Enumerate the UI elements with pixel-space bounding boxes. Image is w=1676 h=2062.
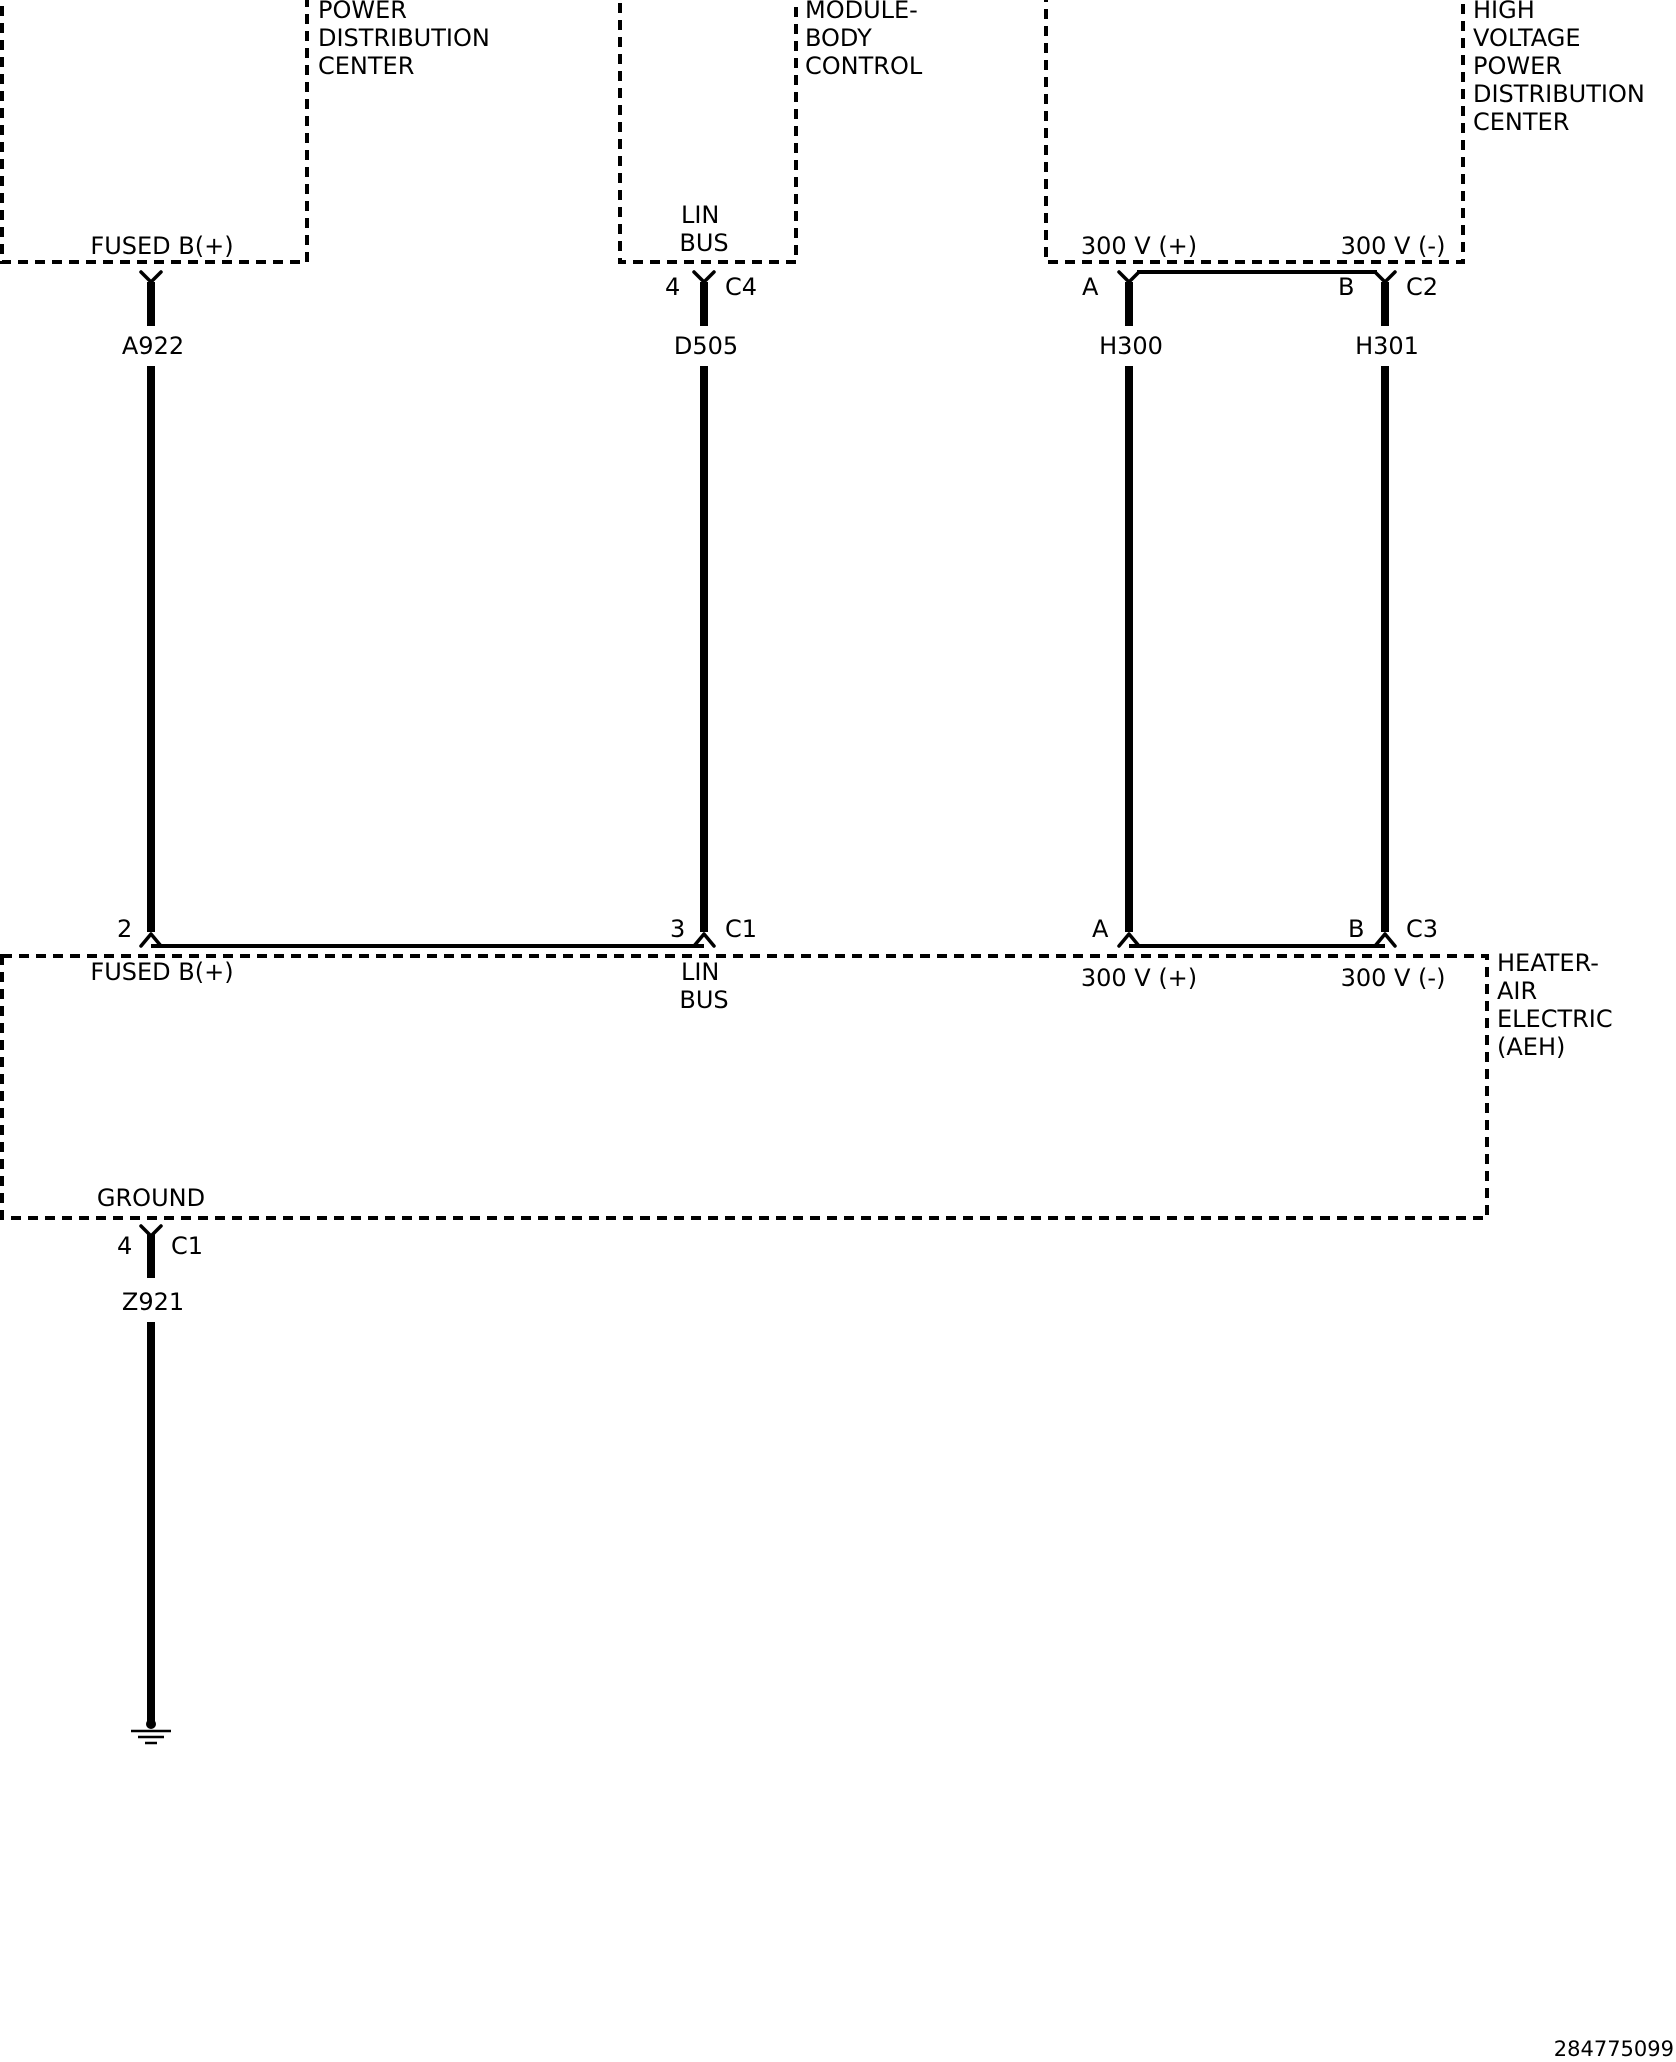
circuit-z921-label: Z921 bbox=[122, 1288, 184, 1316]
hv-c2-pin-b-connector-symbol bbox=[1373, 270, 1397, 284]
aeh-300v-pos-label: 300 V (+) bbox=[1081, 964, 1197, 992]
aeh-ground-label: GROUND bbox=[97, 1184, 205, 1212]
aeh-lin-bus-label: LIN BUS bbox=[679, 958, 728, 1014]
aeh-c1-pin-3: 3 bbox=[670, 915, 685, 943]
hvpdc-300v-pos-label: 300 V (+) bbox=[1081, 232, 1197, 260]
aeh-fused-b-label: FUSED B(+) bbox=[90, 958, 233, 986]
hvpdc-300v-neg-label: 300 V (-) bbox=[1341, 232, 1446, 260]
bcm-c4-connector-symbol bbox=[692, 270, 716, 284]
hv-c2-pin-b: B bbox=[1338, 273, 1354, 301]
heater-air-electric-box bbox=[0, 954, 1489, 1220]
circuit-a922-label: A922 bbox=[122, 332, 184, 360]
aeh-ground-connector-symbol bbox=[139, 1224, 163, 1238]
power-distribution-center-box bbox=[0, 0, 309, 264]
pdc-fused-b-label: FUSED B(+) bbox=[90, 232, 233, 260]
bcm-c4-pin-number: 4 bbox=[665, 273, 680, 301]
hv-power-distribution-center-box bbox=[1044, 0, 1465, 264]
body-control-module-box bbox=[618, 0, 798, 264]
aeh-ground-pin-number: 4 bbox=[117, 1232, 132, 1260]
aeh-ground-connector-id: C1 bbox=[171, 1232, 203, 1260]
aeh-c1-pin-2: 2 bbox=[117, 915, 132, 943]
aeh-c3-connector-id: C3 bbox=[1406, 915, 1438, 943]
figure-id: 284775099 bbox=[1554, 2037, 1674, 2061]
hvpdc-title: HIGH VOLTAGE POWER DISTRIBUTION CENTER bbox=[1473, 0, 1652, 136]
hv-c2-pin-a: A bbox=[1082, 273, 1099, 301]
ground-symbol-icon bbox=[131, 1719, 171, 1745]
aeh-c1-pin-2-connector-symbol bbox=[139, 932, 163, 948]
aeh-c3-pin-a-connector-symbol bbox=[1117, 932, 1141, 948]
aeh-c3-pin-b: B bbox=[1348, 915, 1364, 943]
pdc-pin-connector-symbol bbox=[139, 270, 163, 284]
aeh-c1-pin-3-connector-symbol bbox=[692, 932, 716, 948]
circuit-h300-label: H300 bbox=[1099, 332, 1163, 360]
bcm-c4-connector-id: C4 bbox=[725, 273, 757, 301]
aeh-c3-pin-a: A bbox=[1092, 915, 1109, 943]
bcm-lin-bus-label: LIN BUS bbox=[679, 201, 728, 257]
hv-c2-connector-id: C2 bbox=[1406, 273, 1438, 301]
circuit-h301-label: H301 bbox=[1355, 332, 1419, 360]
pdc-title: POWER DISTRIBUTION CENTER bbox=[318, 0, 497, 80]
bcm-title: MODULE- BODY CONTROL bbox=[805, 0, 925, 80]
aeh-c1-connector-id: C1 bbox=[725, 915, 757, 943]
aeh-300v-neg-label: 300 V (-) bbox=[1341, 964, 1446, 992]
aeh-title: HEATER- AIR ELECTRIC (AEH) bbox=[1497, 949, 1620, 1061]
aeh-c3-pin-b-connector-symbol bbox=[1373, 932, 1397, 948]
circuit-d505-label: D505 bbox=[674, 332, 738, 360]
hv-c2-pin-a-connector-symbol bbox=[1117, 270, 1141, 284]
